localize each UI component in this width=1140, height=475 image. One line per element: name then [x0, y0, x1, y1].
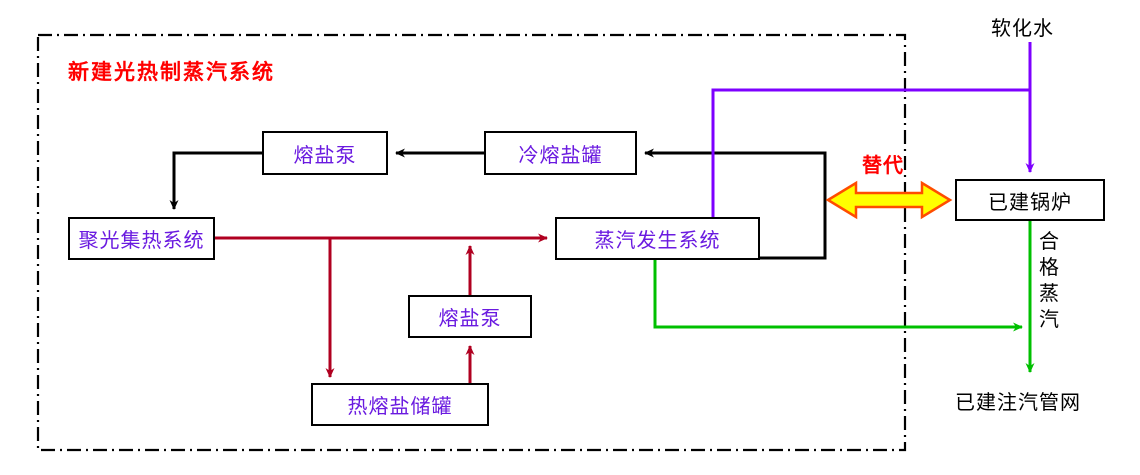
system-boundary-title: 新建光热制蒸汽系统: [68, 60, 275, 84]
label-replace: 替代: [862, 153, 904, 177]
label-qualified-steam: 合格蒸汽: [1039, 229, 1059, 331]
flow-steam-generator-to-injection-network: [653, 259, 1023, 332]
node-label: 熔盐泵: [293, 142, 357, 167]
flow-softened-water-to-steam-generator: [708, 88, 1030, 231]
node-steam-generator[interactable]: 蒸汽发生系统: [555, 217, 760, 260]
system-boundary: [36, 33, 907, 452]
node-label: 熔盐泵: [438, 306, 502, 330]
node-molten-salt-pump-top[interactable]: 熔盐泵: [262, 131, 388, 175]
node-label: 蒸汽发生系统: [594, 228, 721, 252]
node-solar-collector[interactable]: 聚光集热系统: [68, 217, 215, 260]
node-existing-boiler[interactable]: 已建锅炉: [955, 179, 1105, 221]
node-label: 冷熔盐罐: [518, 142, 603, 167]
node-molten-salt-pump-bottom[interactable]: 熔盐泵: [408, 295, 532, 338]
node-label: 聚光集热系统: [78, 228, 205, 252]
node-label: 热熔盐储罐: [347, 394, 453, 418]
node-cold-salt-tank[interactable]: 冷熔盐罐: [484, 131, 637, 175]
node-hot-salt-storage[interactable]: 热熔盐储罐: [311, 383, 489, 426]
label-steam-injection-network: 已建注汽管网: [955, 390, 1081, 414]
flow-pump-to-collector: [169, 151, 262, 210]
label-softened-water: 软化水: [991, 16, 1054, 40]
flow-steam-generator-return-loop: [727, 151, 827, 260]
replace-double-arrow[interactable]: [825, 180, 953, 220]
node-label: 已建锅炉: [988, 189, 1072, 214]
